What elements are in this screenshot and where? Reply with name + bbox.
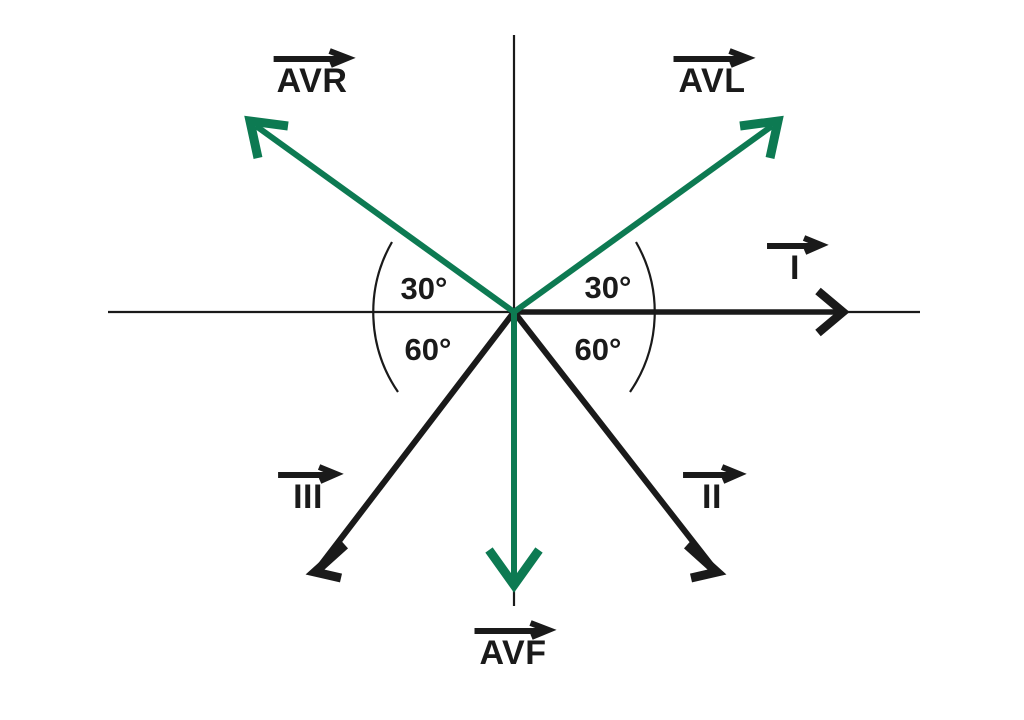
lead-label-avl-text: AVL xyxy=(678,62,746,100)
lead-label-avf-text: AVF xyxy=(479,634,547,672)
vector-arrow-icon xyxy=(683,464,747,484)
lead-label-ii-text: II xyxy=(702,478,722,516)
angle-label-upper-right: 30° xyxy=(584,270,632,305)
lead-label-avr: AVR xyxy=(273,48,357,100)
angle-label-lower-left: 60° xyxy=(404,332,452,367)
lead-label-iii-text: III xyxy=(293,478,323,516)
lead-vector-I xyxy=(514,287,850,337)
angle-label-lower-right: 60° xyxy=(574,332,622,367)
lead-label-ii: II xyxy=(683,464,747,516)
lead-label-avr-text: AVR xyxy=(276,62,348,100)
angle-arc-left xyxy=(372,241,399,393)
lead-vector-II xyxy=(511,310,727,583)
vector-arrow-icon xyxy=(278,464,344,484)
angle-label-upper-left: 30° xyxy=(400,271,448,306)
lead-label-avf: AVF xyxy=(474,620,558,672)
vector-arrow-icon xyxy=(673,48,757,68)
lead-vector-avr xyxy=(244,115,516,315)
lead-label-i-text: I xyxy=(790,249,800,287)
vector-arrow-icon xyxy=(273,48,357,68)
lead-vector-avf xyxy=(485,312,543,593)
lead-label-avl: AVL xyxy=(673,48,757,100)
vector-arrow-icon xyxy=(766,235,829,255)
lead-vector-III xyxy=(305,310,517,583)
angle-arc-right xyxy=(629,241,656,393)
lead-label-iii: III xyxy=(278,464,344,516)
vector-arrow-icon xyxy=(474,620,558,640)
lead-label-i: I xyxy=(766,235,829,287)
lead-vector-avl xyxy=(512,115,784,315)
